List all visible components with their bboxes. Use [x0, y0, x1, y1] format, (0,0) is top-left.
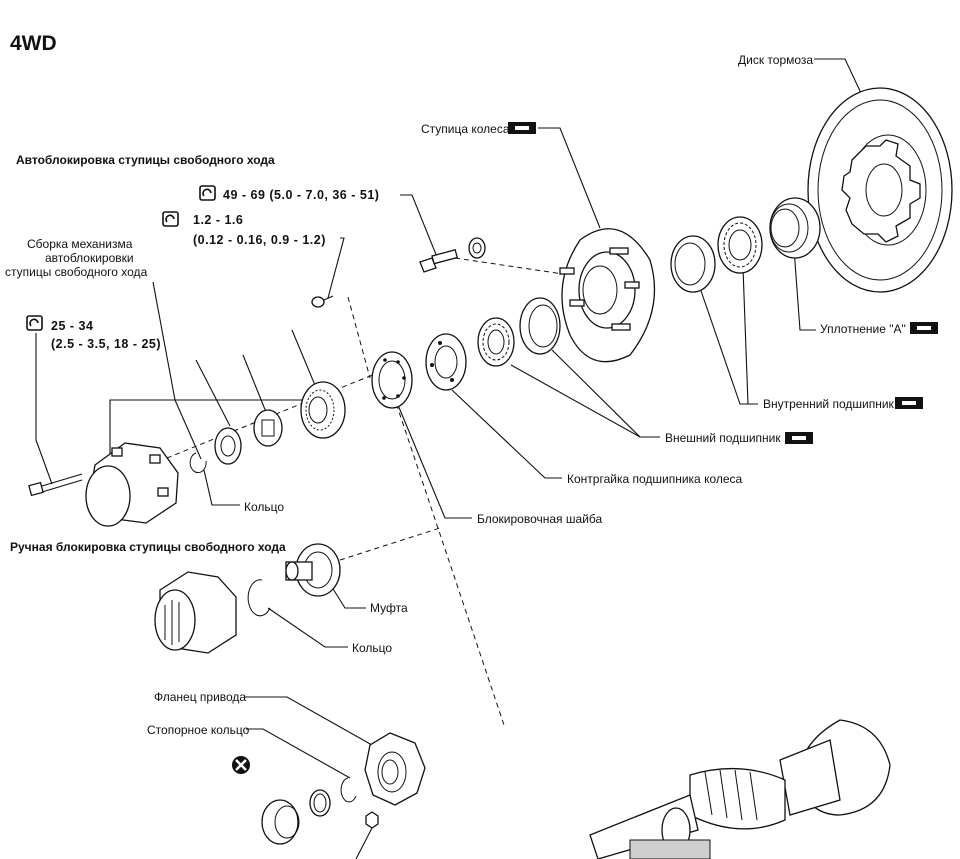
o-ring-part — [309, 789, 331, 817]
label-snap-ring: Стопорное кольцо — [147, 723, 250, 737]
section-title-manual-hub: Ручная блокировка ступицы свободного ход… — [10, 540, 286, 554]
grease-icon — [785, 432, 813, 444]
small-screw-part — [311, 295, 334, 308]
clutch-part — [285, 543, 341, 597]
label-seal-a: Уплотнение "А" — [820, 322, 906, 336]
label-inner-bearing: Внутренний подшипник — [763, 397, 895, 411]
torque-value-1: 49 - 69 (5.0 - 7.0, 36 - 51) — [223, 188, 379, 202]
label-wheel-hub: Ступица колеса — [421, 122, 510, 136]
torque-spec-3: 25 - 34 (2.5 - 3.5, 18 - 25) — [26, 315, 161, 351]
brake-disc — [807, 87, 953, 293]
label-lock-washer: Блокировочная шайба — [477, 512, 602, 526]
torque-wrench-icon — [199, 185, 216, 201]
torque-wrench-icon — [162, 211, 179, 227]
label-clutch: Муфта — [370, 601, 408, 615]
snap-ring-part — [340, 777, 357, 803]
hub-bolt-part — [419, 248, 459, 273]
label-ring-2: Кольцо — [352, 641, 392, 655]
long-bolt-part — [28, 473, 83, 497]
do-not-reuse-icon — [232, 756, 250, 774]
torque-value-3a: 25 - 34 — [51, 319, 93, 333]
torque-value-2b: (0.12 - 0.16, 0.9 - 1.2) — [193, 233, 326, 247]
torque-spec-1: 49 - 69 (5.0 - 7.0, 36 - 51) — [199, 185, 379, 202]
label-drive-flange: Фланец привода — [154, 690, 246, 704]
label-brake-disc: Диск тормоза — [738, 53, 813, 67]
spacer-part — [253, 409, 283, 447]
bearing-locknut-part — [425, 333, 467, 391]
auto-hub-cover-part — [85, 442, 179, 527]
label-assembly-line1: Сборка механизма — [27, 237, 133, 251]
inner-bearing-part — [717, 216, 763, 274]
ring-1-part — [189, 452, 207, 474]
outer-bearing-part — [477, 317, 515, 367]
drive-flange-part — [364, 732, 426, 806]
manual-hub-cover-part — [154, 571, 237, 654]
grease-icon — [508, 122, 536, 134]
flange-nut-part — [355, 811, 379, 859]
torque-wrench-icon — [26, 315, 43, 331]
hub-washer-part — [468, 237, 486, 259]
label-bearing-locknut: Контргайка подшипника колеса — [567, 472, 743, 486]
section-title-auto-hub: Автоблокировка ступицы свободного хода — [16, 153, 275, 167]
label-assembly-line2: автоблокировки — [45, 251, 134, 265]
ring-2-part — [247, 579, 271, 617]
outer-bearing-race — [519, 297, 561, 355]
lock-washer-part — [371, 351, 413, 409]
label-outer-bearing: Внешний подшипник — [665, 431, 781, 445]
dust-cap-part — [261, 799, 300, 845]
label-ring-1: Кольцо — [244, 500, 284, 514]
torque-spec-2: 1.2 - 1.6 (0.12 - 0.16, 0.9 - 1.2) — [162, 211, 326, 247]
grease-icon — [910, 322, 938, 334]
label-assembly-line3: ступицы свободного хода — [5, 265, 148, 279]
seal-a-part — [769, 197, 821, 259]
bearing-race-part — [670, 235, 716, 293]
brake-shoe-part — [214, 427, 242, 465]
torque-value-3b: (2.5 - 3.5, 18 - 25) — [51, 337, 161, 351]
grease-icon — [895, 397, 923, 409]
hub-inner-assembly — [300, 381, 346, 439]
drive-shaft-part — [589, 719, 891, 859]
leader-lines — [35, 58, 869, 779]
page-title: 4WD — [10, 32, 57, 55]
torque-value-2a: 1.2 - 1.6 — [193, 213, 243, 227]
wheel-hub-part — [559, 228, 656, 363]
